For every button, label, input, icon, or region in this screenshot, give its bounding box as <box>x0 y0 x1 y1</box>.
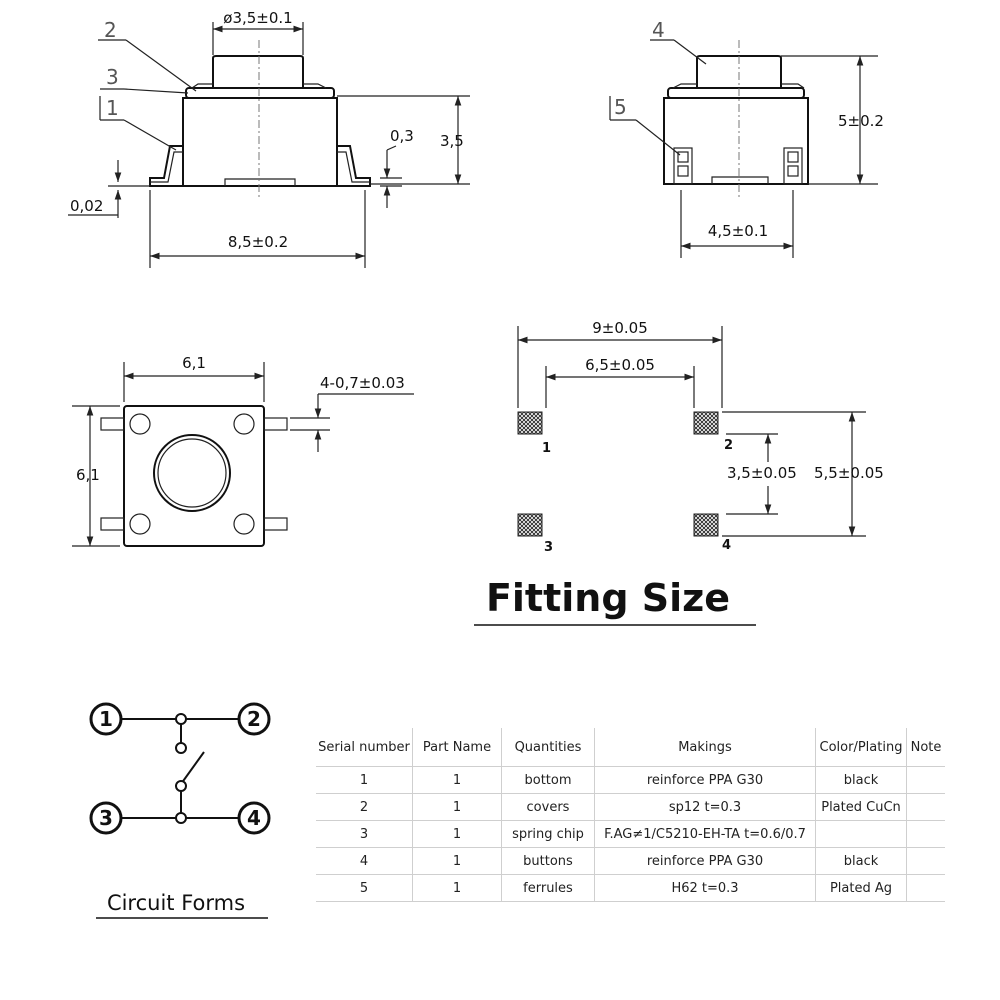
cell-quantities: ferrules <box>501 874 595 902</box>
table-row: 5 1 ferrules H62 t=0.3 Plated Ag <box>316 874 945 902</box>
cell-part-name: 1 <box>412 820 502 848</box>
pad-4: 4 <box>722 538 731 553</box>
node-4-icon <box>237 801 271 835</box>
table-row: 1 1 bottom reinforce PPA G30 black <box>316 766 945 794</box>
cell-quantities: buttons <box>501 847 595 875</box>
node-4: 4 <box>247 806 261 830</box>
dim-diameter: ø3,5±0.1 <box>223 9 292 27</box>
col-quantities: Quantities <box>501 728 595 767</box>
dim-height-5: 5±0.2 <box>838 112 884 130</box>
pad-1: 1 <box>542 441 551 456</box>
dim-inner: 6,5±0.05 <box>585 356 655 374</box>
table-row: 2 1 covers sp12 t=0.3 Plated CuCn <box>316 793 945 821</box>
cell-note <box>906 847 945 875</box>
cell-serial: 3 <box>316 820 413 848</box>
cell-part-name: 1 <box>412 793 502 821</box>
cell-makings: F.AG≠1/C5210-EH-TA t=0.6/0.7 <box>594 820 816 848</box>
node-3-icon <box>89 801 123 835</box>
cell-note <box>906 766 945 794</box>
node-2: 2 <box>247 707 261 731</box>
circuit-title: Circuit Forms <box>107 891 245 915</box>
cell-quantities: bottom <box>501 766 595 794</box>
node-1: 1 <box>99 707 113 731</box>
cell-makings: reinforce PPA G30 <box>594 766 816 794</box>
node-1-icon <box>89 702 123 736</box>
dim-top-height: 6,1 <box>76 466 100 484</box>
fitting-title: Fitting Size <box>486 576 730 620</box>
dim-gap: 0,02 <box>70 197 103 215</box>
col-part-name: Part Name <box>412 728 502 767</box>
col-makings: Makings <box>594 728 816 767</box>
callout-2: 2 <box>104 18 117 42</box>
side-view-right: 5±0.2 4,5±0.1 4 5 <box>609 18 884 258</box>
col-note: Note <box>906 728 945 767</box>
cell-quantities: spring chip <box>501 820 595 848</box>
cell-part-name: 1 <box>412 766 502 794</box>
dim-outer: 9±0.05 <box>592 319 648 337</box>
cell-part-name: 1 <box>412 874 502 902</box>
callout-5: 5 <box>614 95 627 119</box>
table-row: 4 1 buttons reinforce PPA G30 black <box>316 847 945 875</box>
cell-makings: sp12 t=0.3 <box>594 793 816 821</box>
node-3: 3 <box>99 806 113 830</box>
top-view: 6,1 6,1 4-0,7±0.03 <box>72 354 414 547</box>
cell-serial: 2 <box>316 793 413 821</box>
callout-3: 3 <box>106 65 119 89</box>
cell-color <box>815 820 907 848</box>
dim-thickness: 0,3 <box>390 127 414 145</box>
side-view-front: ø3,5±0.1 3,5 0,3 0,02 8,5±0.2 2 3 1 <box>68 9 470 268</box>
callout-1: 1 <box>106 96 119 120</box>
cell-color: black <box>815 847 907 875</box>
parts-table: Serial number Part Name Quantities Makin… <box>316 728 945 902</box>
cell-quantities: covers <box>501 793 595 821</box>
callout-4: 4 <box>652 18 665 42</box>
node-2-icon <box>237 702 271 736</box>
cell-serial: 4 <box>316 847 413 875</box>
pad-2: 2 <box>724 438 733 453</box>
cell-note <box>906 874 945 902</box>
fitting-size: 1 2 3 4 9±0.05 6,5±0.05 3,5±0.05 5,5±0.0… <box>474 319 884 626</box>
col-color-plating: Color/Plating <box>815 728 907 767</box>
dim-width: 8,5±0.2 <box>228 233 288 251</box>
dim-v-small: 3,5±0.05 <box>727 464 797 482</box>
cell-makings: H62 t=0.3 <box>594 874 816 902</box>
cell-part-name: 1 <box>412 847 502 875</box>
cell-serial: 1 <box>316 766 413 794</box>
cell-color: Plated Ag <box>815 874 907 902</box>
cell-serial: 5 <box>316 874 413 902</box>
dim-height-3-5: 3,5 <box>440 132 464 150</box>
cell-color: black <box>815 766 907 794</box>
pad-3: 3 <box>544 540 553 555</box>
cell-makings: reinforce PPA G30 <box>594 847 816 875</box>
dim-top-width: 6,1 <box>182 354 206 372</box>
table-header-row: Serial number Part Name Quantities Makin… <box>316 728 945 767</box>
dim-pitch: 4,5±0.1 <box>708 222 768 240</box>
dim-v-large: 5,5±0.05 <box>814 464 884 482</box>
cell-color: Plated CuCn <box>815 793 907 821</box>
col-serial-number: Serial number <box>316 728 413 767</box>
cell-note <box>906 820 945 848</box>
cell-note <box>906 793 945 821</box>
table-row: 3 1 spring chip F.AG≠1/C5210-EH-TA t=0.6… <box>316 820 945 848</box>
dim-pin: 4-0,7±0.03 <box>320 374 405 392</box>
circuit-forms: 1 2 3 4 Circuit Forms <box>89 702 271 919</box>
